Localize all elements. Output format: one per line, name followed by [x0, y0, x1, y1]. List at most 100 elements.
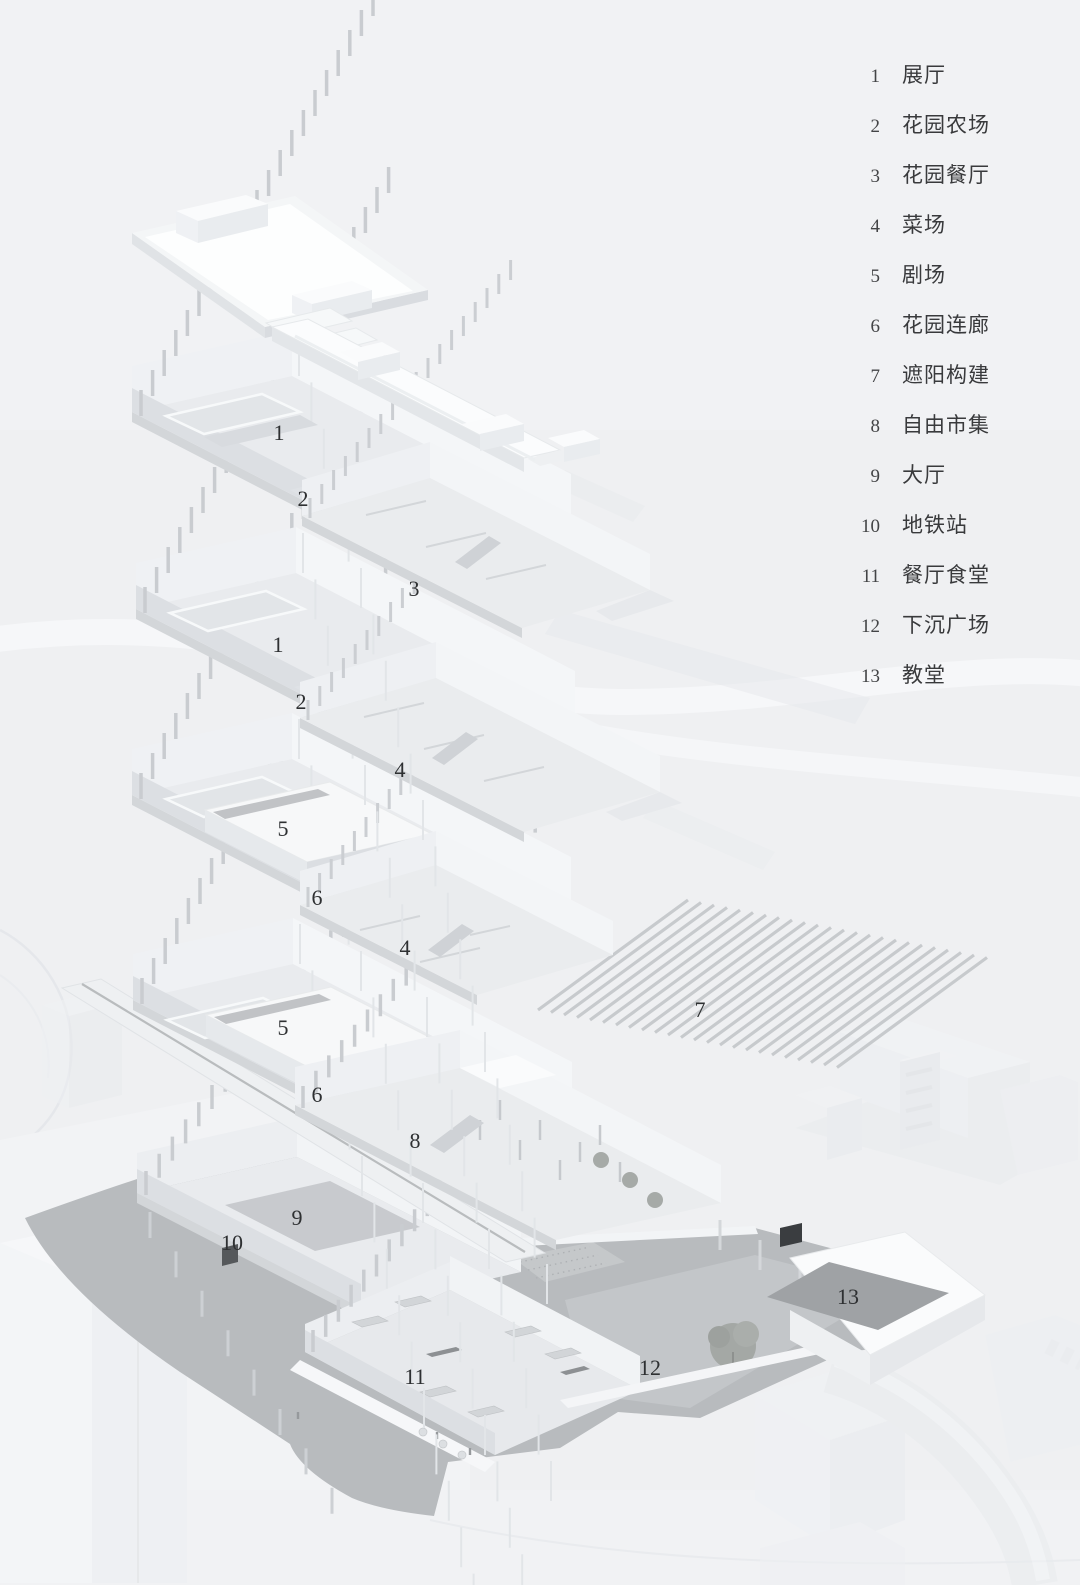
church13-front-wall [790, 1310, 870, 1385]
hall8-nw-wall [295, 1030, 460, 1105]
context-tower-face [900, 1052, 940, 1150]
legend-num: 5 [870, 266, 881, 287]
floorC-ne-wall [292, 713, 571, 903]
roofbar-edge [272, 327, 524, 472]
canteen11-furniture [351, 1295, 582, 1418]
legend-num: 9 [870, 466, 881, 487]
context-curved-building [823, 1347, 1058, 1585]
roofbar-box2-front [480, 424, 524, 451]
floor-label-5a: 5 [277, 816, 289, 841]
legend-row-5: 5 剧场 [838, 250, 1068, 300]
roofbar-tip [528, 450, 575, 466]
roofbar-box1-front [358, 352, 400, 380]
floor-label-10: 10 [221, 1230, 243, 1255]
floorA-west-rooms-2 [204, 415, 318, 447]
plaza-walkway-edge [520, 1226, 758, 1246]
roofbar-box1-top [340, 342, 400, 362]
floor-layer-b [136, 167, 682, 1501]
tree-small-2 [622, 1172, 638, 1188]
floor-label-2b: 2 [295, 689, 307, 714]
legend-label: 菜场 [902, 213, 946, 237]
wingB-slab-edge [300, 718, 524, 842]
wingA-partitions [365, 500, 547, 580]
wingB-nw-wall [300, 642, 436, 718]
gravel-patch [513, 1242, 625, 1282]
hall9-slab-edge [137, 1193, 361, 1318]
legend-label: 餐厅食堂 [902, 563, 990, 587]
floor-label-6a: 6 [311, 885, 323, 910]
hall9-inner-court [225, 1181, 420, 1251]
wingC-partitions [359, 915, 511, 963]
context-br-roof [755, 1372, 905, 1440]
outdoor-table-1 [418, 1427, 428, 1437]
hall9-nw-wall [137, 1117, 297, 1193]
wingA-stair [455, 536, 501, 569]
context-br-face [830, 1415, 905, 1548]
legend-num: 7 [870, 366, 881, 387]
legend-num: 11 [861, 566, 880, 587]
floor-label-9: 9 [291, 1205, 303, 1230]
legend-row-10: 10 地铁站 [838, 500, 1068, 550]
cast-shadow-3 [643, 800, 775, 870]
roof-box2-top [292, 281, 372, 304]
hall9-piloti-columns [148, 1212, 334, 1514]
wingB-ne-wall [436, 642, 660, 792]
legend-label: 花园连廊 [902, 313, 990, 337]
floorD-nw-wall [133, 918, 293, 1000]
legend-num: 10 [861, 516, 880, 537]
theaterC-skylight-slot [213, 789, 330, 819]
legend-label: 展厅 [902, 63, 946, 87]
floor-label-2a: 2 [297, 486, 309, 511]
context-tower-windows [905, 1067, 933, 1131]
canteen11-dark-counters [426, 1347, 590, 1375]
floorA-nw-wall [132, 330, 292, 412]
context-buildings-bottom-right [755, 1315, 1080, 1585]
floor-label-4b: 4 [399, 935, 411, 960]
legend-row-13: 13 教堂 [838, 650, 1068, 700]
floor-label-12: 12 [639, 1355, 661, 1380]
wingB-stair [432, 732, 478, 765]
church13-side-wall [870, 1295, 985, 1385]
floor-label-5b: 5 [277, 1015, 289, 1040]
floor-label-1b: 1 [272, 632, 284, 657]
context-br-side [755, 1395, 830, 1548]
roof-box1-front [198, 204, 268, 243]
floor-label-4a: 4 [394, 757, 406, 782]
metro-entrance-10 [222, 1244, 238, 1266]
wingA-slab-edge [302, 516, 522, 638]
legend-row-11: 11 餐厅食堂 [838, 550, 1068, 600]
floor-label-8: 8 [409, 1128, 421, 1153]
floor-layer-c [132, 353, 613, 1585]
context-curved-building-top [833, 1353, 1050, 1582]
context-crenellated-wall [1044, 1338, 1080, 1371]
wingC-stair [428, 924, 474, 957]
plaza-columns [718, 1220, 842, 1310]
plaza-tree-canopy-2 [733, 1321, 759, 1347]
roofbar-box3-front [564, 439, 600, 462]
church13-dark-pitched-roof [767, 1262, 949, 1330]
legend-num: 3 [870, 166, 881, 187]
legend-num: 1 [870, 66, 881, 87]
legend-label: 教堂 [902, 663, 946, 687]
context-right-roof [840, 1018, 1030, 1078]
legend-label: 地铁站 [902, 513, 968, 537]
wingB-tip [606, 792, 682, 821]
legend-row-1: 1 展厅 [838, 50, 1068, 100]
plaza-tree-canopy-3 [708, 1326, 730, 1348]
legend-label: 剧场 [902, 263, 946, 287]
wingA-tip [596, 590, 674, 621]
legend-num: 2 [870, 116, 881, 137]
hall8-columns [478, 1100, 622, 1182]
canteen11-sw-wall [305, 1330, 495, 1455]
legend-num: 13 [861, 666, 880, 687]
context-small-face [827, 1098, 862, 1160]
